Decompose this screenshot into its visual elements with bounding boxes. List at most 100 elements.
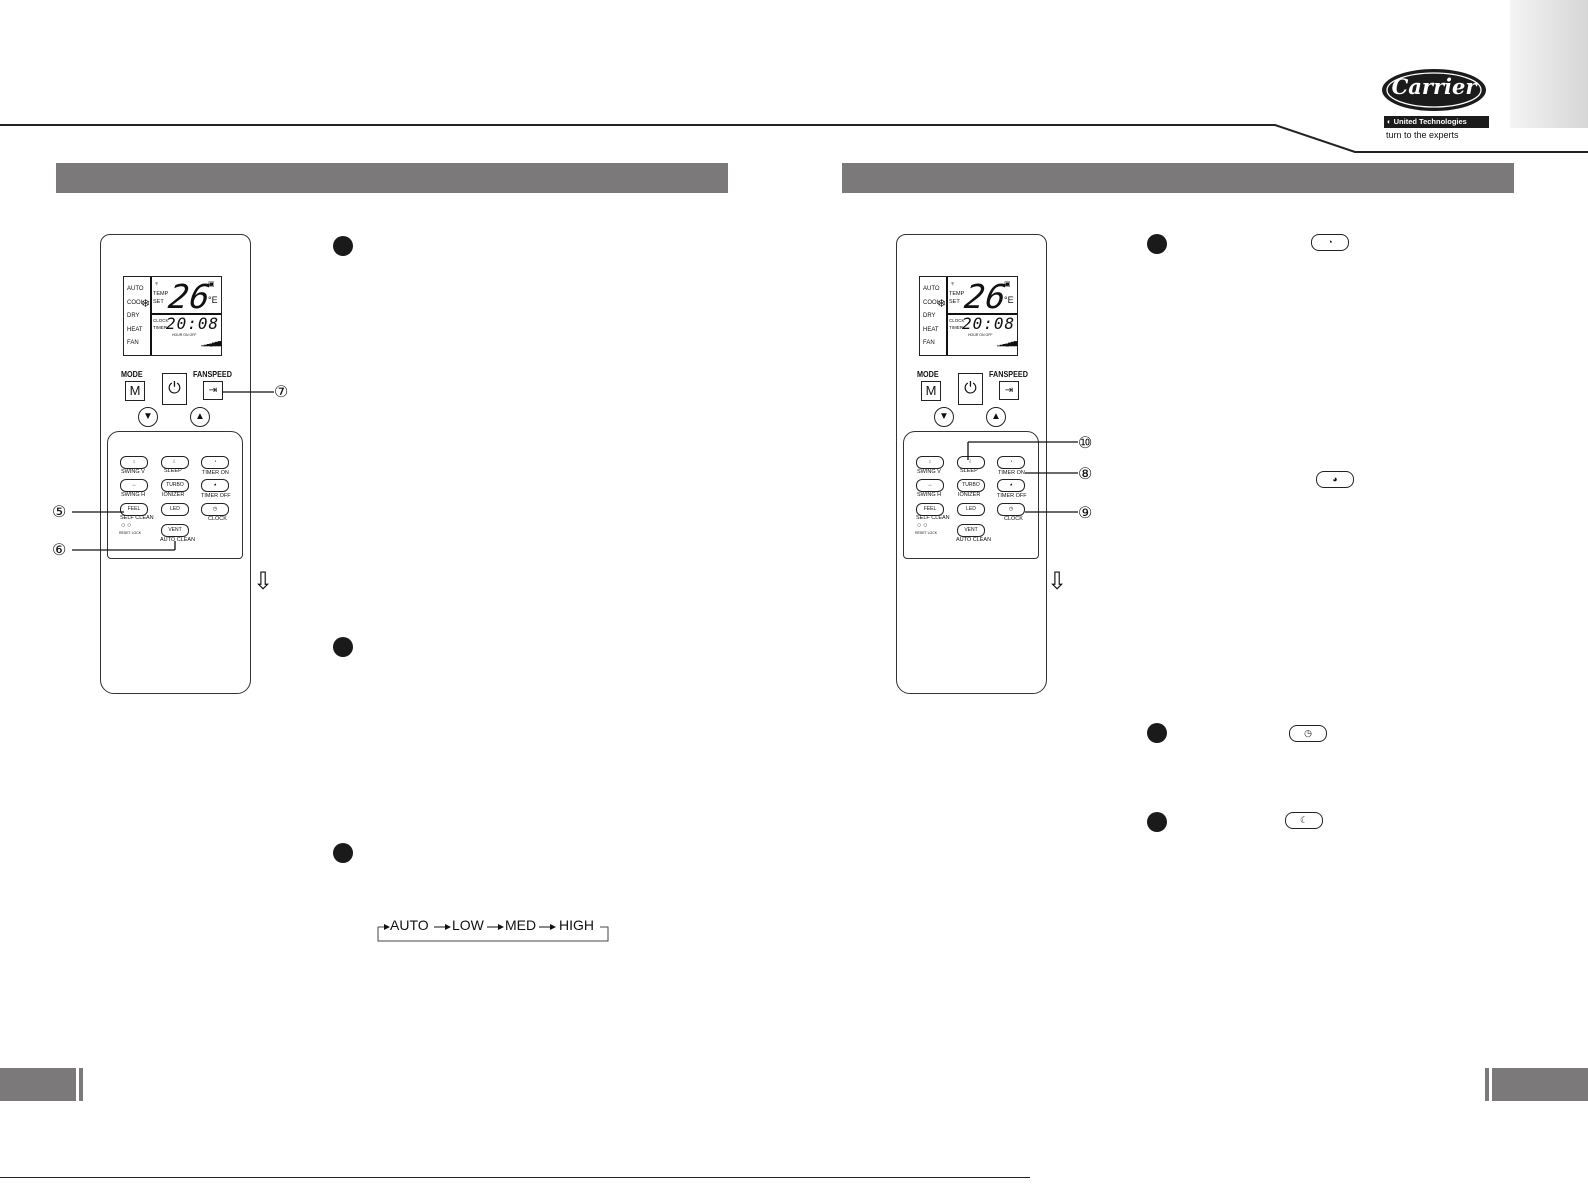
moon-icon: ☾ bbox=[172, 459, 178, 465]
reset-lock-holes[interactable]: ○ ○ bbox=[121, 522, 132, 529]
fanspeed-button[interactable]: ⇥ bbox=[203, 381, 223, 400]
bullet-marker bbox=[333, 637, 353, 657]
battery-icon: ▣ bbox=[208, 281, 215, 288]
clock-icon: ◷ bbox=[1008, 506, 1014, 512]
turbo-button[interactable]: TURBO bbox=[161, 479, 189, 492]
swing-h-label: SWING H bbox=[917, 492, 942, 498]
down-triangle-icon: ▼ bbox=[939, 411, 949, 422]
clock-button[interactable]: ◷ bbox=[201, 503, 229, 516]
clock-label: CLOCK bbox=[208, 516, 227, 522]
power-icon: ⏻ bbox=[168, 380, 181, 397]
fanspeed-icon: ⇥ bbox=[1004, 385, 1014, 396]
bullet-marker bbox=[1147, 812, 1167, 832]
timer-on-button[interactable]: ◔ bbox=[997, 456, 1025, 469]
hour-on-off-labels: HOUR ON OFF bbox=[172, 333, 197, 337]
sleep-label: SLEEP bbox=[164, 468, 182, 474]
mode-label: MODE bbox=[121, 369, 143, 379]
feel-button[interactable]: FEEL bbox=[916, 503, 944, 516]
temp-up-button[interactable]: ▲ bbox=[190, 407, 210, 427]
swing-h-button[interactable]: ↔ bbox=[120, 479, 148, 492]
temp-up-button[interactable]: ▲ bbox=[986, 407, 1006, 427]
bullet-marker bbox=[1147, 234, 1167, 254]
up-triangle-icon: ▲ bbox=[991, 411, 1001, 422]
power-button[interactable]: ⏻ bbox=[958, 373, 983, 405]
temp-down-button[interactable]: ▼ bbox=[138, 407, 158, 427]
timer-on-icon-pill: ◔ bbox=[1311, 234, 1349, 251]
vent-button[interactable]: VENT bbox=[161, 524, 189, 537]
sleep-button[interactable]: ☾ bbox=[957, 456, 985, 469]
right-callout-lines bbox=[967, 441, 1078, 513]
clock-button[interactable]: ◷ bbox=[997, 503, 1025, 516]
swing-v-button[interactable]: ↕ bbox=[916, 456, 944, 469]
utc-icon: ◐ bbox=[1387, 117, 1392, 126]
mode-list: AUTO COOL DRY HEAT FAN bbox=[127, 283, 144, 351]
fanspeed-label: FANSPEED bbox=[193, 369, 232, 379]
swing-v-label: SWING V bbox=[917, 469, 941, 475]
section-header-right bbox=[842, 163, 1514, 193]
footer-tab-left-stripe bbox=[79, 1068, 83, 1101]
mode-button[interactable]: M bbox=[125, 381, 145, 401]
feel-button[interactable]: FEEL bbox=[120, 503, 148, 516]
vertical-arrow-icon: ↕ bbox=[928, 459, 932, 465]
self-clean-label: SELF CLEAN bbox=[916, 515, 950, 521]
swing-h-button[interactable]: ↔ bbox=[916, 479, 944, 492]
mode-heat: HEAT bbox=[923, 326, 939, 333]
ionizer-label: IONIZER bbox=[958, 492, 981, 498]
mode-dry: DRY bbox=[923, 313, 936, 319]
mode-heat: HEAT bbox=[127, 326, 143, 333]
mode-label: MODE bbox=[917, 369, 939, 379]
swing-v-button[interactable]: ↕ bbox=[120, 456, 148, 469]
timer-on-icon: ◔ bbox=[1327, 237, 1333, 247]
timer-off-icon: ◕ bbox=[1009, 482, 1013, 488]
reset-lock-label: RESET LOCK bbox=[119, 531, 142, 535]
clock-icon: ◷ bbox=[1304, 728, 1312, 738]
led-button[interactable]: LED bbox=[161, 503, 189, 516]
auto-clean-label: AUTO CLEAN bbox=[160, 537, 196, 543]
fan-seq-high: HIGH bbox=[559, 917, 594, 933]
timer-on-label: TIMER ON bbox=[998, 470, 1025, 476]
turbo-button[interactable]: TURBO bbox=[957, 479, 985, 492]
snowflake-icon: ❄ bbox=[937, 298, 947, 310]
slide-down-arrow-icon: ⇩ bbox=[253, 568, 274, 595]
timer-off-label: TIMER OFF bbox=[201, 493, 231, 499]
slide-down-arrow-icon: ⇩ bbox=[1047, 568, 1068, 595]
power-button[interactable]: ⏻ bbox=[162, 373, 187, 405]
sleep-button[interactable]: ☾ bbox=[161, 456, 189, 469]
clock-icon: ◷ bbox=[212, 506, 218, 512]
callout-8: ⑧ bbox=[1078, 466, 1093, 483]
timer-on-label: TIMER ON bbox=[202, 470, 229, 476]
fan-seq-auto: AUTO bbox=[390, 917, 429, 933]
temp-down-button[interactable]: ▼ bbox=[934, 407, 954, 427]
auto-clean-label: AUTO CLEAN bbox=[956, 537, 992, 543]
vent-button[interactable]: VENT bbox=[957, 524, 985, 537]
reset-lock-label: RESET LOCK bbox=[915, 531, 938, 535]
bullet-marker bbox=[1147, 723, 1167, 743]
self-clean-label: SELF CLEAN bbox=[120, 515, 154, 521]
led-button[interactable]: LED bbox=[957, 503, 985, 516]
temp-unit: °E bbox=[208, 295, 218, 305]
timer-on-button[interactable]: ◔ bbox=[201, 456, 229, 469]
mode-dry: DRY bbox=[127, 313, 140, 319]
timer-off-icon: ◕ bbox=[213, 482, 217, 488]
callout-10: ⑩ bbox=[1078, 435, 1093, 452]
timer-off-button[interactable]: ◕ bbox=[997, 479, 1025, 492]
timer-off-button[interactable]: ◕ bbox=[201, 479, 229, 492]
callout-9: ⑨ bbox=[1078, 505, 1093, 522]
callout-5: ⑤ bbox=[52, 504, 67, 521]
fanspeed-label: FANSPEED bbox=[989, 369, 1028, 379]
mode-button[interactable]: M bbox=[921, 381, 941, 401]
temp-readout: 26 bbox=[962, 277, 1010, 316]
mode-auto: AUTO bbox=[127, 286, 144, 292]
fanspeed-button[interactable]: ⇥ bbox=[999, 381, 1019, 400]
bullet-marker bbox=[333, 236, 353, 256]
swing-v-label: SWING V bbox=[121, 469, 145, 475]
clock-readout: 20:08 bbox=[166, 314, 220, 333]
utc-badge: ◐ United Technologies bbox=[1384, 116, 1489, 128]
moon-icon: ☾ bbox=[1299, 815, 1309, 825]
reset-lock-holes[interactable]: ○ ○ bbox=[917, 522, 928, 529]
callout-7: ⑦ bbox=[274, 384, 289, 401]
timer-off-icon: ◕ bbox=[1332, 474, 1338, 484]
